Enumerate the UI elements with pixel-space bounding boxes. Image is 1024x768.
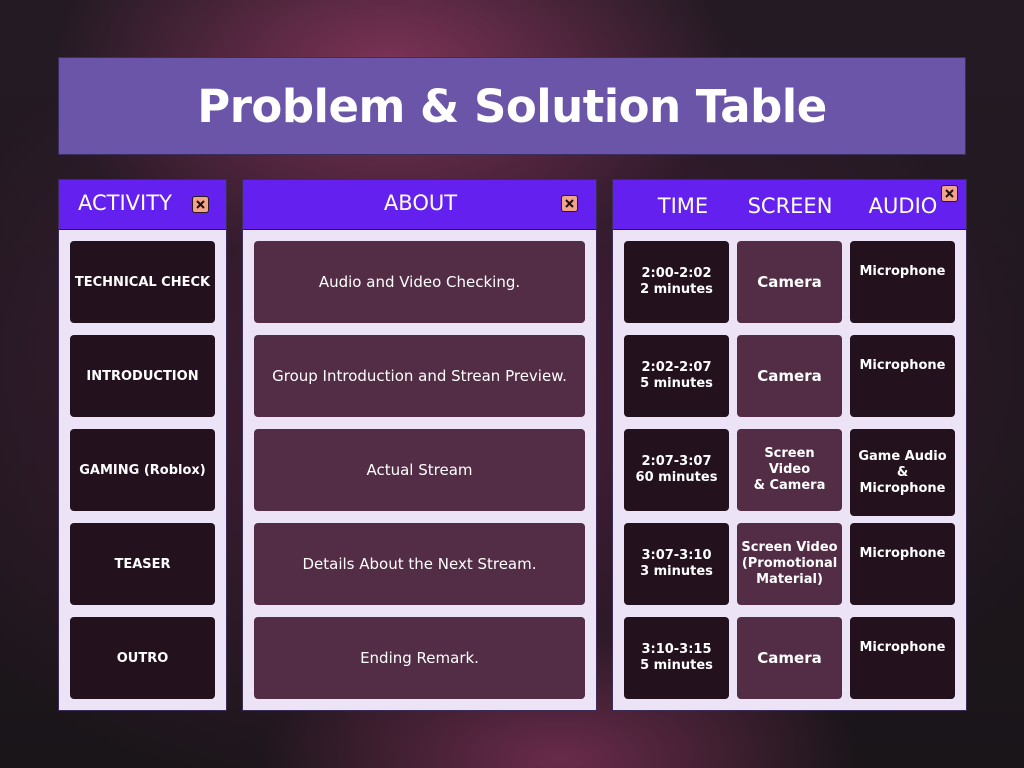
activity-cell: GAMING (Roblox) — [70, 429, 215, 511]
screen-text: Video — [768, 462, 811, 477]
about-cell: Details About the Next Stream. — [254, 523, 585, 605]
activity-label: TEASER — [114, 556, 171, 572]
screen-text: Camera — [757, 649, 822, 667]
activity-label: TECHNICAL CHECK — [74, 274, 211, 290]
about-text: Actual Stream — [366, 461, 473, 479]
screen-header-label: SCREEN — [747, 194, 833, 218]
about-panel: ABOUT Audio and Video Checking. Group In… — [242, 179, 597, 711]
audio-text: Microphone — [859, 358, 946, 373]
activity-panel: ACTIVITY TECHNICAL CHECK INTRODUCTION GA… — [58, 179, 227, 711]
activity-cell: INTRODUCTION — [70, 335, 215, 417]
screen-cell: Camera — [737, 335, 842, 417]
audio-text: Game Audio — [858, 448, 947, 464]
audio-cell: Microphone — [850, 617, 955, 699]
screen-cell: Camera — [737, 241, 842, 323]
time-cell: 2:07-3:07 60 minutes — [624, 429, 729, 511]
time-duration: 2 minutes — [640, 282, 713, 297]
time-cell: 2:00-2:02 2 minutes — [624, 241, 729, 323]
about-cell: Actual Stream — [254, 429, 585, 511]
time-range: 3:07-3:10 — [641, 548, 712, 563]
title-banner: Problem & Solution Table — [58, 57, 966, 155]
activity-cell: TECHNICAL CHECK — [70, 241, 215, 323]
about-cell: Audio and Video Checking. — [254, 241, 585, 323]
time-range: 2:07-3:07 — [641, 454, 712, 469]
activity-label: INTRODUCTION — [86, 368, 199, 384]
screen-cell: Camera — [737, 617, 842, 699]
time-duration: 60 minutes — [635, 470, 718, 485]
audio-text: Microphone — [859, 546, 946, 561]
schedule-panel: TIME SCREEN AUDIO 2:00-2:02 2 minutes Ca… — [612, 179, 967, 711]
about-text: Ending Remark. — [360, 649, 479, 667]
audio-text: & — [896, 464, 909, 480]
about-text: Group Introduction and Strean Preview. — [272, 367, 567, 385]
screen-text: & Camera — [753, 478, 826, 493]
audio-cell: Microphone — [850, 523, 955, 605]
about-close-button[interactable] — [561, 195, 578, 212]
close-icon — [565, 199, 574, 208]
time-cell: 3:07-3:10 3 minutes — [624, 523, 729, 605]
close-icon — [196, 200, 205, 209]
screen-text: Screen — [764, 446, 815, 461]
schedule-header: TIME SCREEN AUDIO — [613, 180, 966, 230]
activity-label: OUTRO — [116, 650, 169, 666]
time-cell: 3:10-3:15 5 minutes — [624, 617, 729, 699]
about-text: Details About the Next Stream. — [302, 555, 537, 573]
close-icon — [945, 189, 954, 198]
screen-text: (Promotional — [741, 556, 838, 571]
audio-cell: Microphone — [850, 241, 955, 323]
time-range: 3:10-3:15 — [641, 642, 712, 657]
audio-text: Microphone — [859, 640, 946, 655]
screen-text: Camera — [757, 367, 822, 385]
screen-text: Material) — [756, 572, 823, 587]
screen-text: Camera — [757, 273, 822, 291]
time-header-label: TIME — [657, 194, 709, 218]
screen-cell: Screen Video & Camera — [737, 429, 842, 511]
activity-header: ACTIVITY — [59, 180, 226, 230]
time-range: 2:02-2:07 — [641, 360, 712, 375]
about-header-label: ABOUT — [383, 191, 458, 215]
time-duration: 5 minutes — [640, 658, 713, 673]
screen-text: Screen Video — [741, 540, 838, 555]
audio-cell: Game Audio & Microphone — [850, 429, 955, 516]
audio-header-label: AUDIO — [868, 194, 938, 218]
audio-text: Microphone — [859, 480, 946, 496]
page-title: Problem & Solution Table — [197, 79, 827, 133]
schedule-close-button[interactable] — [941, 185, 958, 202]
activity-cell: OUTRO — [70, 617, 215, 699]
about-header: ABOUT — [243, 180, 596, 230]
time-duration: 5 minutes — [640, 376, 713, 391]
audio-cell: Microphone — [850, 335, 955, 417]
audio-text: Microphone — [859, 264, 946, 279]
activity-cell: TEASER — [70, 523, 215, 605]
screen-cell: Screen Video (Promotional Material) — [737, 523, 842, 605]
activity-label: GAMING (Roblox) — [79, 462, 206, 478]
activity-close-button[interactable] — [192, 196, 209, 213]
time-cell: 2:02-2:07 5 minutes — [624, 335, 729, 417]
about-text: Audio and Video Checking. — [318, 273, 521, 291]
time-duration: 3 minutes — [640, 564, 713, 579]
time-range: 2:00-2:02 — [641, 266, 712, 281]
about-cell: Group Introduction and Strean Preview. — [254, 335, 585, 417]
activity-header-label: ACTIVITY — [78, 191, 172, 215]
about-cell: Ending Remark. — [254, 617, 585, 699]
